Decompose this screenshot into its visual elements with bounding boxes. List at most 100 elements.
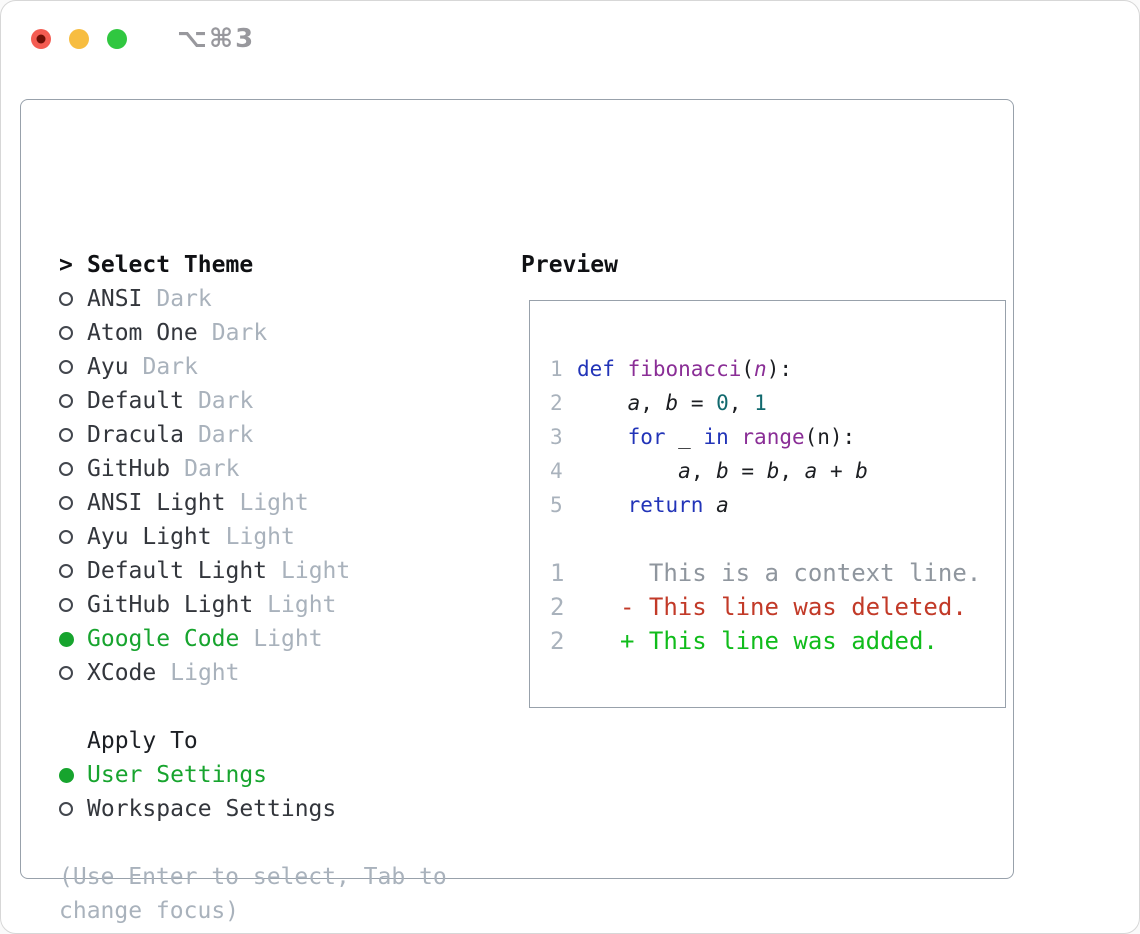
line-number: 3 bbox=[550, 425, 563, 449]
titlebar: ⌥⌘3 bbox=[1, 1, 1139, 76]
theme-variant: Light bbox=[239, 490, 309, 516]
select-theme-title: Select Theme bbox=[87, 252, 254, 278]
theme-name: Default Light bbox=[87, 558, 268, 584]
apply-option[interactable]: Workspace Settings bbox=[59, 792, 447, 826]
cursor-indicator: > bbox=[59, 252, 87, 278]
radio-icon bbox=[59, 496, 73, 510]
theme-variant: Dark bbox=[197, 422, 254, 448]
close-button[interactable] bbox=[31, 28, 51, 49]
theme-option[interactable]: Default Light Light bbox=[59, 554, 447, 588]
code-token bbox=[577, 493, 628, 517]
radio-cell bbox=[59, 802, 87, 816]
close-dot-icon bbox=[36, 34, 46, 43]
code-token: + bbox=[817, 459, 856, 483]
chevron-icon: > bbox=[59, 252, 73, 278]
minimize-button[interactable] bbox=[69, 28, 89, 49]
code-line: 3 for _ in range(n): bbox=[530, 420, 1005, 454]
code-token: 0 bbox=[716, 391, 729, 415]
theme-variant: Light bbox=[170, 660, 240, 686]
theme-variant: Dark bbox=[197, 388, 254, 414]
theme-option[interactable]: XCode Light bbox=[59, 656, 447, 690]
radio-cell bbox=[59, 496, 87, 510]
zoom-button[interactable] bbox=[107, 28, 127, 49]
diff-line-context: 1 This is a context line. bbox=[530, 556, 1005, 590]
theme-option[interactable]: ANSI Dark bbox=[59, 282, 447, 316]
radio-icon bbox=[59, 394, 73, 408]
code-token: in bbox=[703, 425, 729, 449]
diff-line-added: 2+ This line was added. bbox=[530, 624, 1005, 658]
theme-name: Ayu bbox=[87, 354, 129, 380]
code-token: (n): bbox=[804, 425, 856, 449]
code-token: b bbox=[665, 391, 679, 415]
code-line: 2 a, b = 0, 1 bbox=[530, 386, 1005, 420]
code-token: = bbox=[728, 459, 767, 483]
theme-variant: Light bbox=[281, 558, 351, 584]
radio-icon bbox=[59, 292, 73, 306]
radio-cell bbox=[59, 767, 87, 783]
hint-text: (Use Enter to select, Tab to bbox=[59, 864, 447, 890]
theme-name: GitHub bbox=[87, 456, 171, 482]
code-token: for bbox=[627, 425, 666, 449]
code-token: ): bbox=[766, 357, 792, 381]
radio-cell bbox=[59, 598, 87, 612]
spacer bbox=[530, 522, 1005, 556]
apply-option-label: Workspace Settings bbox=[87, 796, 337, 822]
preview-heading: Preview bbox=[521, 252, 618, 278]
theme-variant: Dark bbox=[156, 286, 212, 312]
theme-name: XCode bbox=[87, 660, 157, 686]
radio-cell bbox=[59, 530, 87, 544]
theme-variant: Light bbox=[253, 626, 323, 652]
code-token: b bbox=[766, 459, 780, 483]
line-number: 1 bbox=[550, 559, 565, 587]
apply-option[interactable]: User Settings bbox=[59, 758, 447, 792]
code-token: , bbox=[640, 391, 666, 415]
code-token: fibonacci bbox=[627, 357, 742, 381]
theme-name: ANSI bbox=[87, 286, 143, 312]
radio-icon bbox=[59, 598, 73, 612]
apply-option-label: User Settings bbox=[87, 762, 268, 788]
radio-selected-icon bbox=[59, 767, 74, 783]
code-token: a bbox=[804, 459, 818, 483]
code-line: 5 return a bbox=[530, 488, 1005, 522]
radio-cell bbox=[59, 666, 87, 680]
code-token: n bbox=[754, 357, 767, 381]
window-title: ⌥⌘3 bbox=[177, 23, 256, 54]
hint-text: change focus) bbox=[59, 898, 240, 924]
code-token: , bbox=[728, 391, 755, 415]
theme-option[interactable]: Dracula Dark bbox=[59, 418, 447, 452]
code-token: b bbox=[716, 459, 729, 483]
radio-cell bbox=[59, 360, 87, 374]
radio-icon bbox=[59, 326, 73, 340]
theme-name: Dracula bbox=[87, 422, 184, 448]
code-token: a bbox=[716, 493, 729, 517]
code-token: , bbox=[690, 459, 717, 483]
code-token: ( bbox=[741, 357, 755, 381]
code-token bbox=[577, 459, 678, 483]
code-token: a bbox=[678, 459, 691, 483]
radio-cell bbox=[59, 394, 87, 408]
line-number: 2 bbox=[550, 593, 565, 621]
code-token: a bbox=[627, 391, 641, 415]
radio-icon bbox=[59, 428, 73, 442]
diff-text: + This line was added. bbox=[620, 627, 938, 655]
diff-text: This is a context line. bbox=[620, 559, 982, 587]
hint-line: (Use Enter to select, Tab to bbox=[59, 860, 447, 894]
select-theme-header: > Select Theme bbox=[59, 248, 447, 282]
radio-cell bbox=[59, 292, 87, 306]
radio-cell bbox=[59, 564, 87, 578]
code-token bbox=[729, 425, 742, 449]
radio-icon bbox=[59, 564, 73, 578]
diff-text: - This line was deleted. bbox=[620, 593, 967, 621]
